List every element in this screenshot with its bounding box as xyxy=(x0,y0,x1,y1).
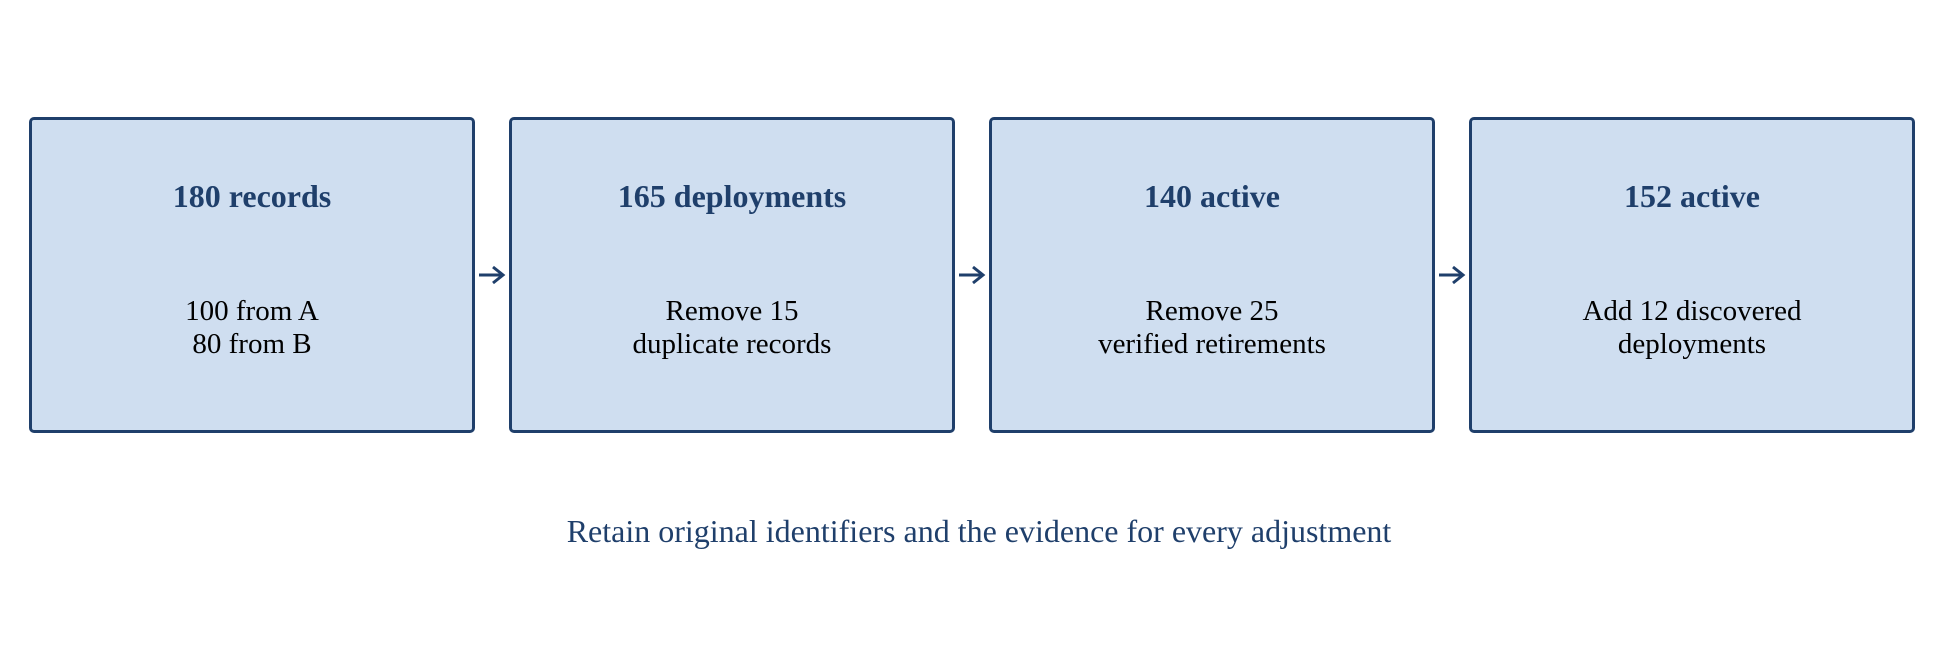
step-description: Add 12 discovered deployments xyxy=(1472,295,1912,361)
step-description: 100 from A 80 from B xyxy=(32,295,472,361)
step-box-4: 152 active Add 12 discovered deployments xyxy=(1469,117,1915,433)
step-title: 140 active xyxy=(1144,178,1280,214)
step-description-line: 100 from A xyxy=(185,295,319,327)
step-description-line: 80 from B xyxy=(192,328,312,360)
step-title: 152 active xyxy=(1624,178,1760,214)
step-description-line: duplicate records xyxy=(632,328,832,360)
step-box-2: 165 deployments Remove 15 duplicate reco… xyxy=(509,117,955,433)
step-box-1: 180 records 100 from A 80 from B xyxy=(29,117,475,433)
arrow-right-icon xyxy=(959,265,986,285)
step-box-3: 140 active Remove 25 verified retirement… xyxy=(989,117,1435,433)
step-title: 180 records xyxy=(172,178,332,214)
arrow-right-icon xyxy=(1439,265,1466,285)
step-description-line: Remove 15 xyxy=(665,295,799,327)
step-title: 165 deployments xyxy=(617,178,847,214)
step-description: Remove 15 duplicate records xyxy=(512,295,952,361)
step-description-line: Remove 25 xyxy=(1145,295,1279,327)
step-description-line: Add 12 discovered xyxy=(1582,295,1802,327)
step-description-line: verified retirements xyxy=(1098,328,1326,360)
step-description: Remove 25 verified retirements xyxy=(992,295,1432,361)
step-description-line: deployments xyxy=(1617,328,1767,360)
diagram-caption: Retain original identifiers and the evid… xyxy=(566,513,1392,549)
arrow-right-icon xyxy=(479,265,506,285)
